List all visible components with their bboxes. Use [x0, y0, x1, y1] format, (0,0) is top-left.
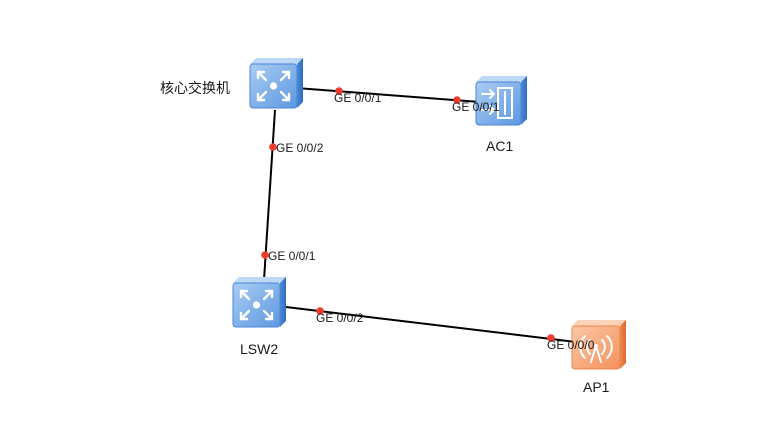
device-label-lsw2: LSW2: [240, 341, 278, 357]
access-point-icon: [571, 320, 626, 370]
port-dot-ac1-ge001[interactable]: [453, 96, 461, 104]
port-dots: [261, 87, 555, 342]
device-label-core: 核心交换机: [160, 80, 230, 96]
port-labels: GE 0/0/1 GE 0/0/1 GE 0/0/2 GE 0/0/1 GE 0…: [268, 91, 595, 352]
links-layer: [263, 87, 577, 343]
port-dot-ap1-ge000[interactable]: [547, 334, 555, 342]
port-dot-core-ge002[interactable]: [269, 143, 277, 151]
link-lsw2-ap1[interactable]: [285, 306, 577, 343]
port-dot-lsw2-ge002[interactable]: [316, 307, 324, 315]
switch-icon: [249, 58, 303, 109]
port-label-ap1: GE 0/0/0: [547, 338, 595, 352]
port-dot-lsw2-ge001[interactable]: [261, 251, 269, 259]
device-core-switch[interactable]: 核心交换机: [160, 58, 303, 109]
port-label-ac1: GE 0/0/1: [452, 100, 500, 114]
link-core-ac1[interactable]: [295, 87, 481, 103]
ac-controller-icon: [475, 76, 527, 126]
device-ac1[interactable]: AC1: [475, 76, 527, 154]
device-lsw2[interactable]: LSW2: [232, 277, 286, 357]
port-label-core-to-ac1: GE 0/0/1: [334, 91, 382, 105]
switch-icon: [232, 277, 286, 328]
port-label-lsw2-to-ap1: GE 0/0/2: [316, 311, 364, 325]
device-ap1[interactable]: AP1: [571, 320, 626, 395]
port-dot-core-ge001[interactable]: [335, 87, 343, 95]
device-label-ap1: AP1: [583, 379, 610, 395]
port-label-core-to-lsw2: GE 0/0/2: [276, 141, 324, 155]
port-label-lsw2-to-core: GE 0/0/1: [268, 249, 316, 263]
device-label-ac1: AC1: [486, 138, 513, 154]
